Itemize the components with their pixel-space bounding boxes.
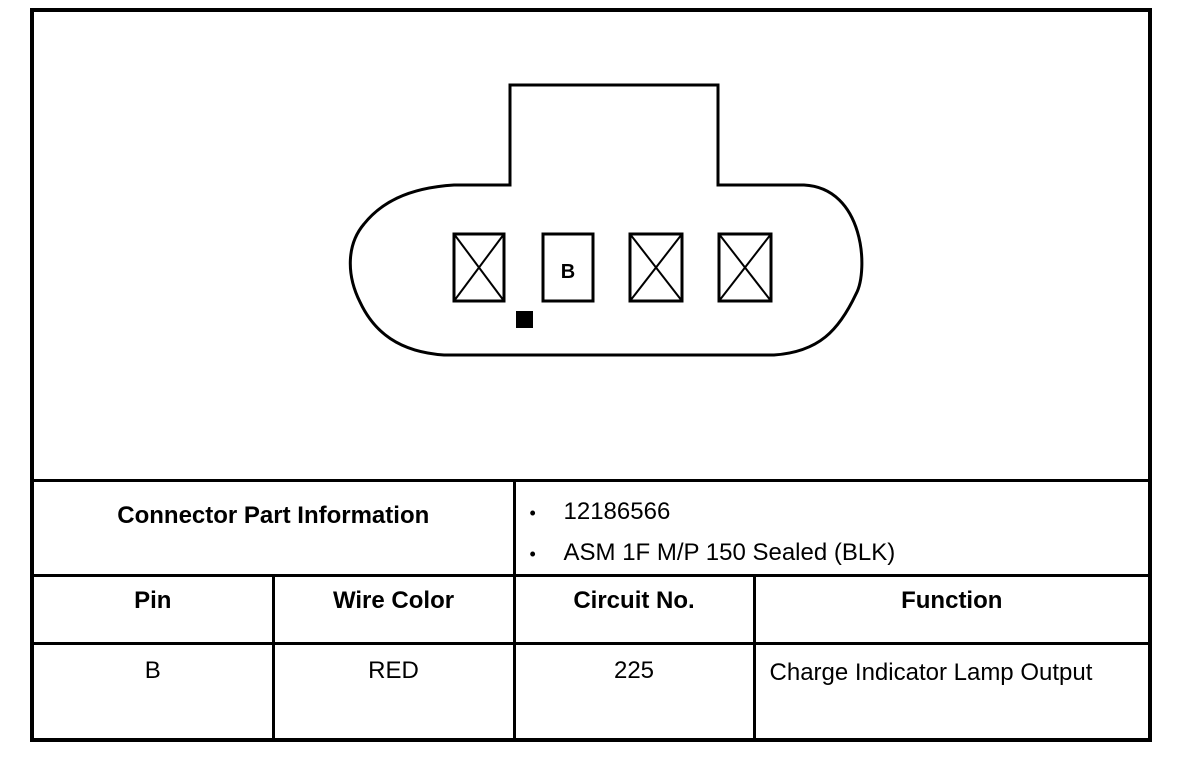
cell-pin: B [34, 642, 275, 742]
cell-wire-color: RED [271, 642, 516, 742]
header-wire-color: Wire Color [271, 574, 516, 645]
connector-figure-frame: B Connector Part In [30, 8, 1152, 742]
table-row: B RED 225 Charge Indicator Lamp Output [34, 642, 1149, 742]
header-circuit-no: Circuit No. [512, 574, 756, 645]
part-info-label: Connector Part Information [34, 479, 516, 577]
part-info-values: •12186566 •ASM 1F M/P 150 Sealed (BLK) [512, 479, 1149, 577]
cavity-4 [717, 232, 773, 303]
connector-drawing: B [348, 83, 864, 357]
part-info-row: Connector Part Information •12186566 •AS… [34, 479, 1149, 577]
cavity-1 [452, 232, 506, 303]
header-function: Function [752, 574, 1149, 645]
part-info-item: •12186566 [529, 498, 671, 525]
header-pin: Pin [34, 574, 275, 645]
cell-function: Charge Indicator Lamp Output [752, 642, 1149, 742]
cavity-2: B [541, 232, 595, 303]
part-info-item: •ASM 1F M/P 150 Sealed (BLK) [529, 539, 896, 566]
cell-circuit-no: 225 [512, 642, 756, 742]
connector-info-table: Connector Part Information •12186566 •AS… [34, 479, 1149, 742]
table-header-row: Pin Wire Color Circuit No. Function [34, 574, 1149, 645]
cavity-pin-label: B [561, 261, 575, 283]
polarity-marker [516, 311, 533, 328]
cavity-3 [628, 232, 684, 303]
connector-body-outline [348, 83, 864, 357]
connector-face-view: B [34, 12, 1148, 482]
